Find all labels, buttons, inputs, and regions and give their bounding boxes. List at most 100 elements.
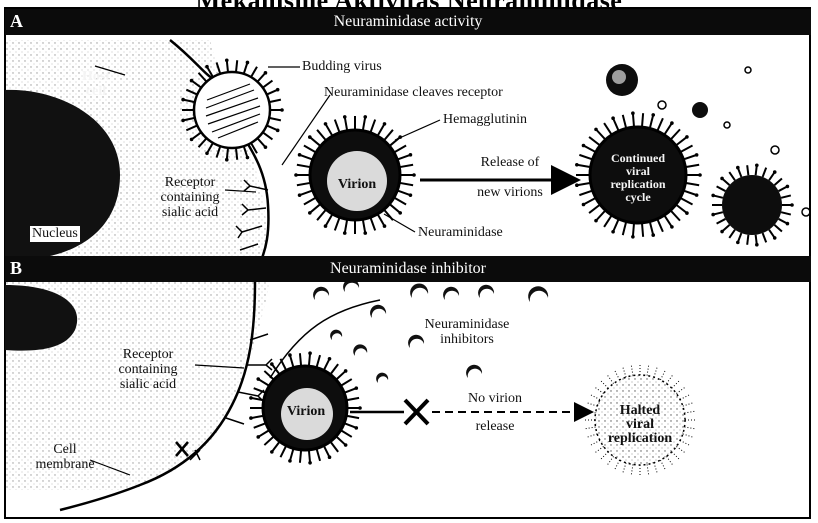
block-x-mark <box>405 400 428 424</box>
spike-head <box>736 241 740 245</box>
surface-spike <box>666 456 673 466</box>
surface-spike <box>650 222 653 236</box>
label-continued-3: replication <box>598 177 678 191</box>
spike-head <box>711 213 715 217</box>
label-halted-1: Halted <box>596 404 684 418</box>
surface-spike <box>236 148 237 160</box>
spike-head <box>720 230 724 234</box>
label-no-release-1: No virion <box>440 392 550 406</box>
surface-spike <box>324 446 330 458</box>
surface-spike <box>300 190 313 195</box>
surface-spike <box>317 209 326 220</box>
surface-spike <box>317 130 326 141</box>
surface-spike <box>378 124 385 136</box>
spike-head <box>308 351 312 355</box>
surface-spike <box>594 446 604 453</box>
surface-spike <box>589 204 600 213</box>
spike-head <box>264 145 268 149</box>
surface-spike <box>335 217 340 230</box>
label-receptor-a-1: Receptor <box>150 176 230 190</box>
spike-head <box>651 113 655 117</box>
spike-head <box>695 193 699 197</box>
spike-head <box>575 163 579 167</box>
surface-spike <box>251 416 264 418</box>
surface-spike <box>258 379 269 386</box>
spike-head <box>755 163 759 167</box>
surface-spike <box>263 132 273 139</box>
label-continued-4: cycle <box>598 190 678 204</box>
spike-head <box>181 98 185 102</box>
spike-head <box>736 166 740 170</box>
surface-spike <box>717 186 726 191</box>
surface-spike <box>269 118 281 120</box>
label-continued-1: Continued <box>598 151 678 165</box>
surface-spike <box>324 359 330 371</box>
surface-spike <box>589 137 600 146</box>
surface-spike <box>258 430 269 437</box>
surface-spike <box>685 183 699 185</box>
spike-head <box>256 377 260 381</box>
spike-head <box>225 158 229 162</box>
spike-head <box>398 211 402 215</box>
surface-spike <box>394 198 406 205</box>
surface-spike <box>399 183 413 185</box>
virion-a <box>294 115 416 235</box>
virion-small-2 <box>606 64 638 96</box>
surface-spike <box>264 436 274 445</box>
surface-spike <box>654 366 658 377</box>
label-halted-3: replication <box>596 432 684 446</box>
spike-head <box>611 116 615 120</box>
surface-spike <box>316 355 320 368</box>
label-receptor-b-1: Receptor <box>100 348 196 362</box>
surface-spike <box>631 464 633 476</box>
surface-spike <box>600 380 608 388</box>
spike-head <box>363 231 367 235</box>
spike-head <box>755 243 759 247</box>
spike-head <box>670 225 674 229</box>
surface-spike <box>577 183 591 185</box>
surface-spike <box>604 215 612 227</box>
surface-spike <box>729 230 735 238</box>
surface-spike <box>642 113 643 127</box>
spike-head <box>205 152 209 156</box>
surface-spike <box>676 204 687 213</box>
surface-spike <box>399 165 413 167</box>
surface-spike <box>345 117 347 131</box>
spike-head <box>412 173 416 177</box>
surface-spike <box>622 463 626 474</box>
surface-spike <box>680 394 691 399</box>
surface-spike <box>623 222 626 236</box>
spike-head <box>786 185 790 189</box>
surface-spike <box>647 464 649 476</box>
surface-spike <box>370 120 375 133</box>
spike-head <box>205 65 209 69</box>
surface-spike <box>344 423 356 428</box>
surface-spike <box>280 446 286 458</box>
surface-spike <box>363 219 365 233</box>
surface-spike <box>309 450 310 463</box>
spike-head <box>308 461 312 465</box>
spike-head <box>786 222 790 226</box>
surface-spike <box>394 146 406 153</box>
surface-spike <box>300 450 301 463</box>
spike-head <box>328 357 332 361</box>
spike-head <box>181 119 185 123</box>
vesicle-2 <box>771 146 779 154</box>
surface-spike <box>363 117 365 131</box>
surface-spike <box>254 423 266 428</box>
label-receptor-b-2: containing <box>100 363 196 377</box>
label-continued-2: viral <box>598 164 678 178</box>
surface-spike <box>683 191 696 196</box>
surface-spike <box>763 168 767 177</box>
surface-spike <box>384 130 393 141</box>
label-receptor-a-2: containing <box>150 191 230 205</box>
surface-spike <box>633 223 634 237</box>
spike-head <box>409 153 413 157</box>
surface-spike <box>596 129 605 139</box>
surface-spike <box>269 100 281 102</box>
surface-spike <box>236 60 237 72</box>
spike-head <box>276 88 280 92</box>
surface-spike <box>297 183 311 185</box>
surface-spike <box>251 398 264 400</box>
surface-spike <box>657 118 663 131</box>
